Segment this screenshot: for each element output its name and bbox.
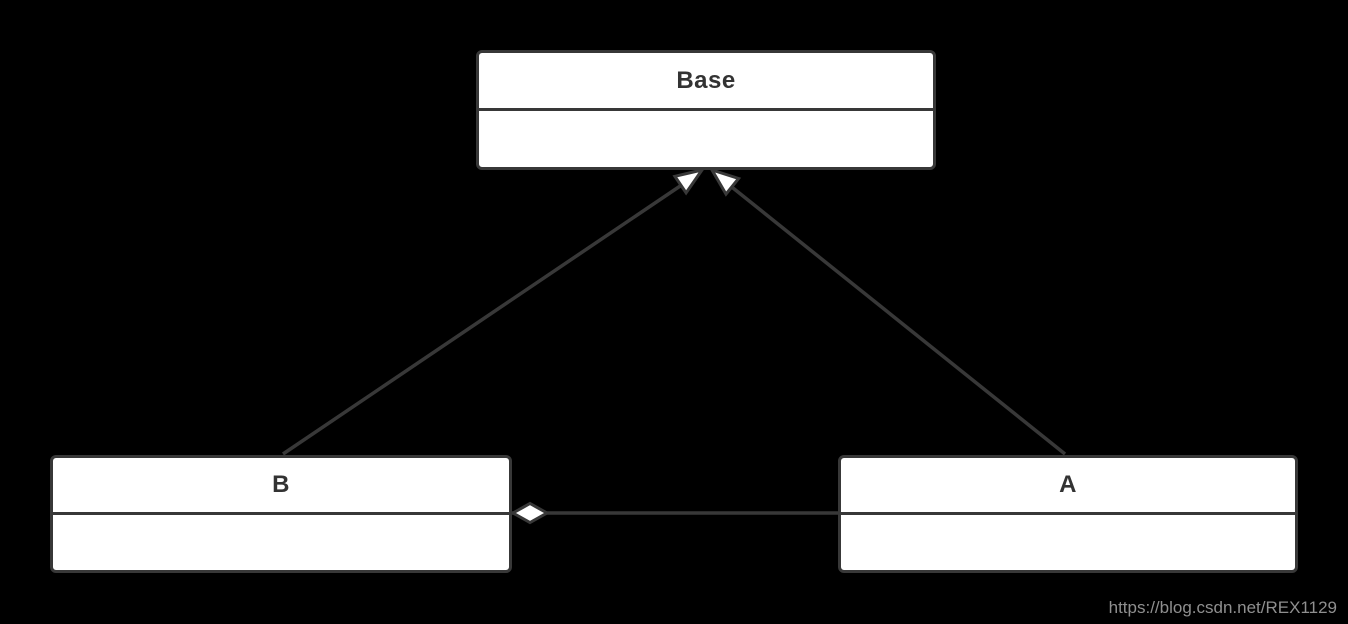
generalization-arrowhead-icon bbox=[672, 167, 706, 196]
generalization-edge-b-base bbox=[282, 174, 696, 456]
class-node-b: B bbox=[50, 455, 512, 573]
class-node-a: A bbox=[838, 455, 1298, 573]
generalization-edge-a-base bbox=[716, 174, 1067, 456]
class-name-label: Base bbox=[676, 66, 736, 94]
class-attributes-compartment bbox=[53, 512, 509, 570]
aggregation-diamond-icon bbox=[509, 501, 551, 525]
watermark-text: https://blog.csdn.net/REX1129 bbox=[1108, 598, 1337, 617]
class-attributes-compartment bbox=[841, 512, 1295, 570]
class-node-base: Base bbox=[476, 50, 936, 170]
class-name-label: B bbox=[272, 471, 290, 498]
class-attributes-compartment bbox=[479, 108, 933, 167]
class-name-label: A bbox=[1059, 471, 1077, 498]
generalization-arrowhead-icon bbox=[708, 167, 742, 197]
